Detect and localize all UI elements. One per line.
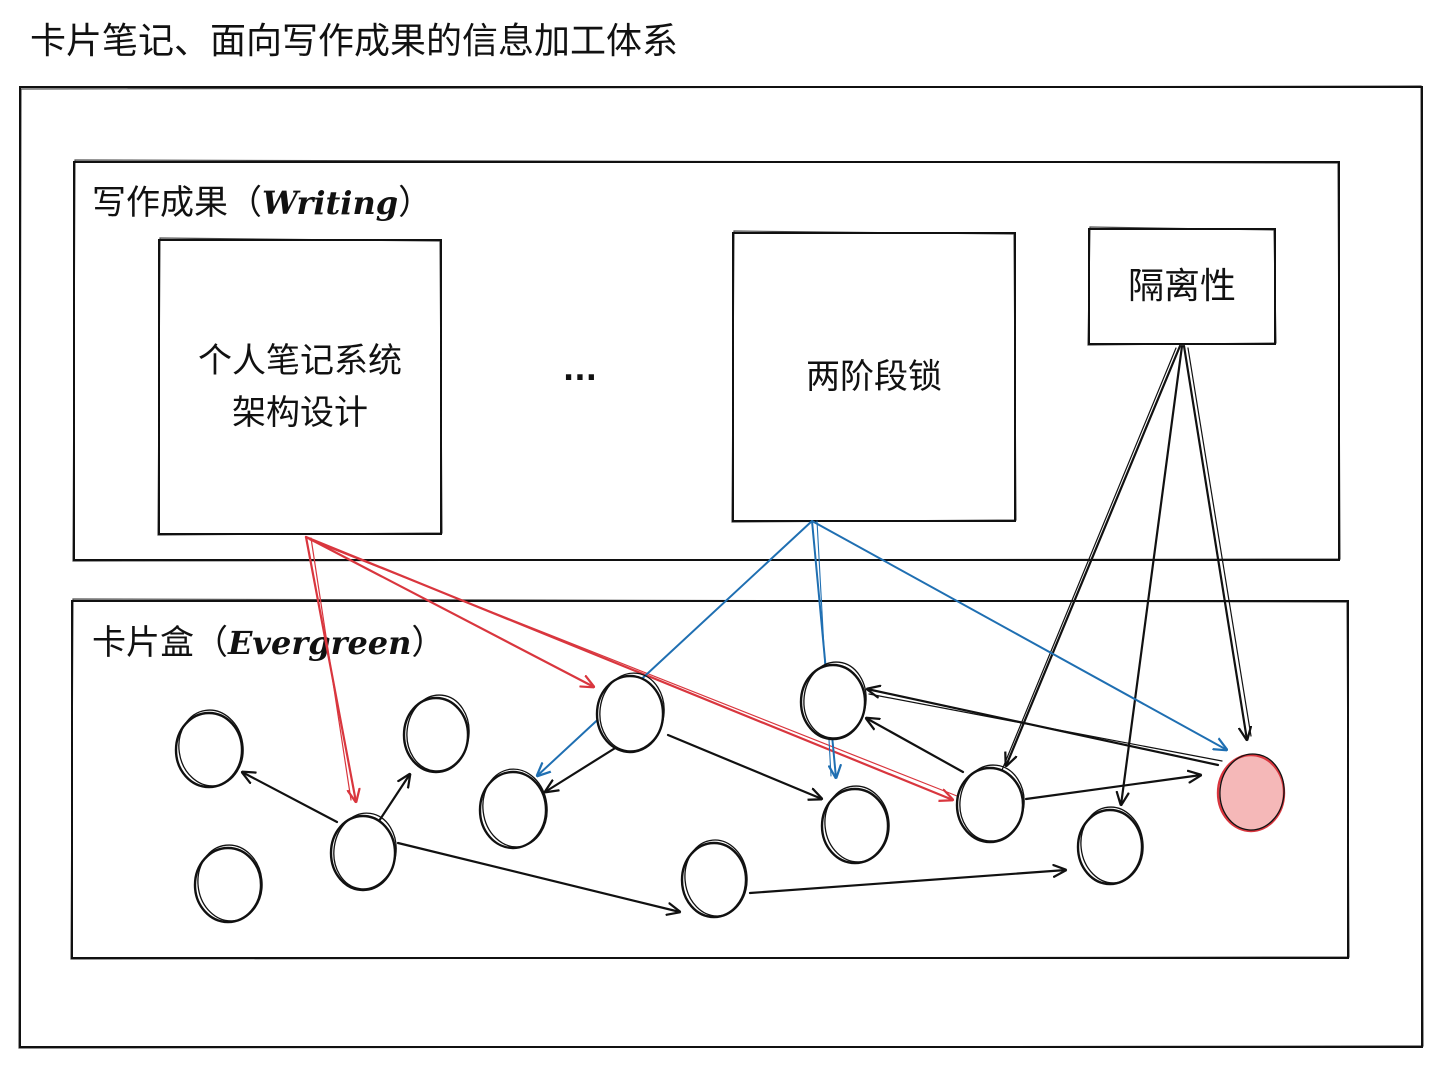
evergreen-section: 卡片盒（Evergreen） [70, 598, 1350, 960]
note-circle-outline [820, 787, 890, 865]
evergreen-label-close: ） [411, 623, 445, 663]
link-sketch [868, 693, 1223, 762]
evergreen-section-label: 卡片盒（Evergreen） [92, 623, 445, 663]
card-frame-sketch [1087, 226, 1277, 346]
note-circle-sketch [197, 844, 263, 922]
writing-section-frame-sketch [72, 159, 1341, 562]
note-circle[interactable] [680, 837, 750, 919]
link-arrow [666, 733, 822, 799]
note-circle-outline [329, 814, 397, 892]
link-sketch [309, 539, 958, 797]
outer-frame-sketch [18, 85, 1424, 1049]
link-arrow [1024, 775, 1201, 801]
writing-card-architecture[interactable]: 个人笔记系统 架构设计 [157, 237, 443, 536]
writing-card-isolation[interactable]: 隔离性 [1087, 226, 1277, 346]
link-arrow [748, 870, 1066, 895]
note-circle-sketch [824, 785, 890, 863]
note-circle-outline [193, 846, 263, 924]
link-arrow [866, 718, 965, 774]
note-circle-outline [1076, 808, 1144, 886]
link-arrow [537, 520, 813, 776]
link-sketch [1187, 347, 1252, 737]
note-circle-sketch [406, 694, 470, 772]
more-cards-ellipsis: ... [563, 353, 597, 388]
link-arrow [396, 841, 680, 912]
note-circle[interactable] [1076, 804, 1147, 886]
note-circle-sketch [482, 768, 548, 848]
writing-section: 写作成果（Writing） 个人笔记系统 架构设计 ... 两阶段锁 隔离性 [72, 159, 1341, 562]
link-arrow [304, 535, 594, 687]
note-circle-outline [478, 770, 548, 850]
evergreen-label-cn: 卡片盒（ [92, 623, 228, 663]
note-circle[interactable] [174, 706, 248, 790]
card-title-line1: 两阶段锁 [806, 357, 942, 397]
card-frame-sketch [731, 230, 1017, 523]
writing-label-close: ） [398, 183, 432, 223]
evergreen-label-en: Evergreen [227, 624, 411, 662]
note-circle[interactable] [402, 692, 473, 774]
note-circle-outline [799, 663, 867, 741]
card-frame [158, 239, 442, 535]
writing-section-label: 写作成果（Writing） [92, 183, 432, 223]
note-circle-outline [174, 711, 244, 789]
note-circle[interactable] [799, 659, 870, 741]
writing-links-red [304, 535, 958, 802]
writing-card-two-phase-lock[interactable]: 两阶段锁 [731, 230, 1017, 523]
link-arrow [1006, 344, 1182, 766]
note-circle[interactable] [820, 783, 893, 865]
note-circle-sketch [1080, 806, 1144, 884]
note-circle[interactable] [329, 809, 401, 893]
link-arrow [242, 772, 339, 824]
note-circle-sketch [684, 839, 748, 917]
link-arrow [1182, 344, 1247, 740]
note-circle-sketch [599, 672, 665, 752]
link-arrow [545, 743, 622, 792]
writing-label-en: Writing [262, 184, 398, 222]
note-circle-sketch [803, 661, 867, 739]
note-circle-outline [595, 674, 665, 754]
note-circle[interactable] [478, 765, 551, 850]
note-circle-highlighted[interactable] [1216, 751, 1287, 833]
card-title-line1: 隔离性 [1128, 266, 1236, 307]
note-circle-sketch [1219, 753, 1285, 831]
note-circle[interactable] [193, 842, 266, 924]
note-circle-sketch [333, 812, 397, 890]
note-circle[interactable] [955, 761, 1029, 844]
note-circle-sketch [178, 709, 244, 787]
page-title: 卡片笔记、面向写作成果的信息加工体系 [30, 21, 679, 62]
card-title-line2: 架构设计 [232, 393, 368, 433]
note-circle-outline [402, 696, 470, 774]
link-arrow [811, 520, 1227, 750]
note-circle-outline [955, 766, 1025, 844]
evergreen-section-frame-sketch [70, 598, 1350, 960]
evergreen-notes [174, 659, 1287, 924]
note-circle-outline [680, 841, 748, 919]
note-links-black [242, 344, 1252, 912]
link-sketch [1001, 347, 1177, 771]
link-arrow [377, 774, 410, 823]
writing-label-cn: 写作成果（ [92, 183, 262, 223]
card-frame-sketch [157, 237, 443, 536]
card-title-line1: 个人笔记系统 [198, 341, 402, 381]
note-circle-sketch [959, 764, 1025, 842]
note-circle[interactable] [595, 669, 668, 754]
link-sketch [310, 537, 352, 801]
link-arrow [1121, 344, 1184, 805]
